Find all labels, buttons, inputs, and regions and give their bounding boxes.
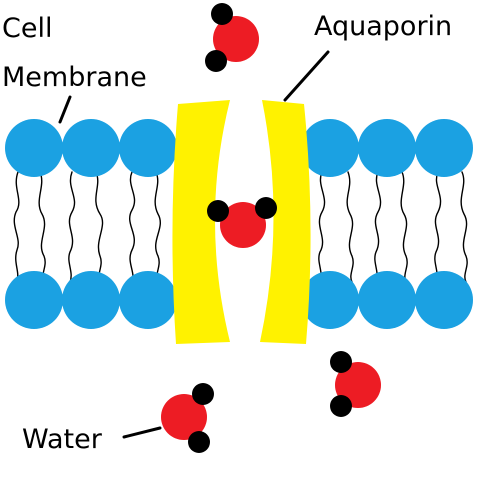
phospholipid-head-bottom — [62, 271, 120, 329]
cell-membrane-pointer — [58, 95, 72, 124]
phospholipid-head-top — [358, 119, 416, 177]
lipid-tail — [38, 171, 46, 283]
phospholipid-head-bottom — [5, 271, 63, 329]
water-pointer — [122, 426, 162, 439]
water-molecule — [330, 351, 381, 417]
phospholipid-head-top — [5, 119, 63, 177]
hydrogen-atom — [192, 383, 214, 405]
lipid-tail — [95, 171, 104, 283]
aquaporin-left-wall — [172, 100, 230, 344]
lipid-tail — [129, 171, 136, 283]
phospholipid-head-top — [301, 119, 359, 177]
lipid-tail — [318, 171, 326, 283]
oxygen-atom — [220, 202, 266, 248]
lipid-tail — [346, 171, 354, 283]
aquaporin-channel — [172, 100, 311, 344]
phospholipid-heads — [5, 119, 473, 329]
phospholipid-head-top — [415, 119, 473, 177]
water-molecule — [205, 3, 259, 72]
hydrogen-atom — [207, 200, 229, 222]
aquaporin-right-wall — [260, 100, 311, 344]
phospholipid-head-bottom — [415, 271, 473, 329]
oxygen-atom — [161, 394, 207, 440]
pointer-lines — [58, 50, 330, 439]
phospholipid-head-top — [119, 119, 177, 177]
water-molecule — [161, 383, 214, 453]
phospholipid-head-bottom — [301, 271, 359, 329]
cell-membrane-label-line2: Membrane — [2, 62, 147, 93]
cell-membrane-label-line1: Cell — [2, 13, 52, 44]
oxygen-atom — [213, 16, 259, 62]
lipid-tail — [434, 171, 442, 283]
lipid-tail — [400, 171, 408, 283]
hydrogen-atom — [330, 395, 352, 417]
phospholipid-head-top — [62, 119, 120, 177]
lipid-tail — [13, 171, 20, 281]
lipid-tail — [374, 171, 382, 283]
aquaporin-pointer — [283, 50, 330, 102]
hydrogen-atom — [188, 431, 210, 453]
lipid-tail — [460, 171, 468, 283]
hydrogen-atom — [255, 197, 277, 219]
hydrogen-atom — [205, 50, 227, 72]
phospholipid-head-bottom — [358, 271, 416, 329]
hydrogen-atom — [330, 351, 352, 373]
lipid-tail — [68, 171, 76, 283]
aquaporin-label: Aquaporin — [314, 11, 452, 42]
water-molecule — [207, 197, 277, 248]
lipid-tails — [13, 171, 468, 283]
water-label: Water — [22, 424, 103, 455]
lipid-tail — [154, 171, 161, 283]
hydrogen-atom — [211, 3, 233, 25]
phospholipid-head-bottom — [119, 271, 177, 329]
